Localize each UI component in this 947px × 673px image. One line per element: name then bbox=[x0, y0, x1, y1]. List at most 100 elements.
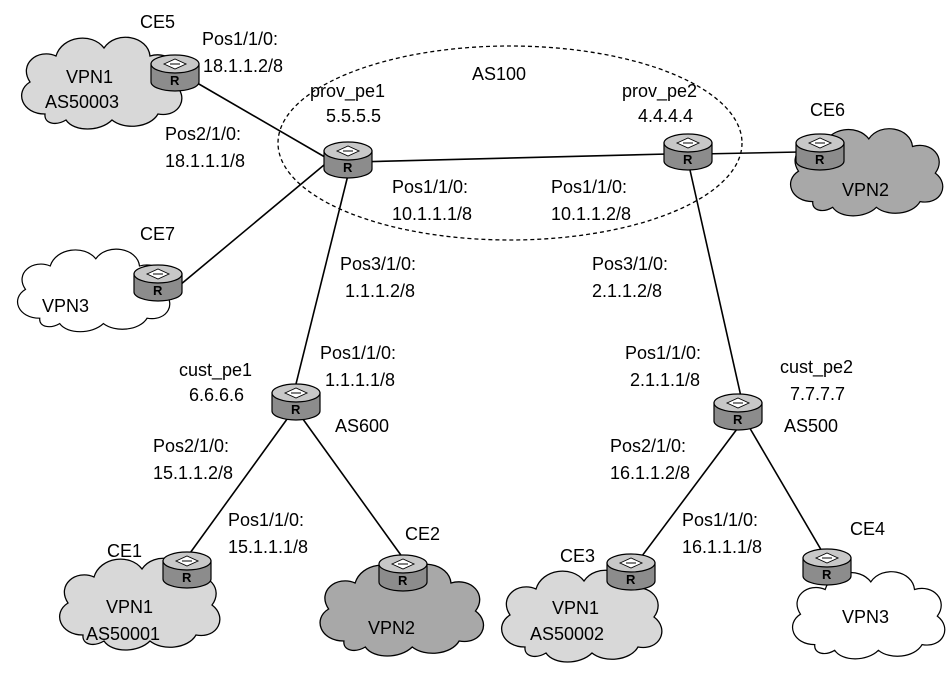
router-icon-cust-pe2: R bbox=[713, 393, 763, 431]
link-pe2-cpe2 bbox=[689, 169, 745, 411]
cloud-ce7: VPN3 bbox=[16, 248, 171, 333]
router-id-cust-pe1: 6.6.6.6 bbox=[189, 385, 244, 405]
svg-text:18.1.1.1/8: 18.1.1.1/8 bbox=[165, 151, 245, 171]
as-label-cust-pe1: AS600 bbox=[335, 416, 389, 436]
svg-text:2.1.1.1/8: 2.1.1.1/8 bbox=[630, 370, 700, 390]
svg-text:VPN3: VPN3 bbox=[842, 607, 889, 627]
router-name-ce4: CE4 bbox=[850, 519, 885, 539]
svg-text:AS50002: AS50002 bbox=[530, 624, 604, 644]
router-name-ce5: CE5 bbox=[140, 12, 175, 32]
router-name-ce1: CE1 bbox=[107, 541, 142, 561]
router-id-prov-pe2: 4.4.4.4 bbox=[638, 106, 693, 126]
router-icon-ce4: R bbox=[802, 548, 852, 586]
router-name-prov-pe1: prov_pe1 bbox=[310, 81, 385, 102]
svg-text:15.1.1.2/8: 15.1.1.2/8 bbox=[153, 463, 233, 483]
link-ce5-pe1 bbox=[191, 79, 331, 161]
router-glyph: R bbox=[291, 402, 301, 417]
router-name-ce2: CE2 bbox=[405, 524, 440, 544]
svg-text:VPN2: VPN2 bbox=[842, 180, 889, 200]
link-cpe2-ce4 bbox=[747, 424, 831, 566]
cloud-ce4: VPN3 bbox=[791, 571, 946, 660]
router-icon-ce3: R bbox=[606, 553, 656, 591]
interface-cpe1-pos2: Pos2/1/0: 15.1.1.2/8 bbox=[153, 436, 233, 483]
svg-text:1.1.1.1/8: 1.1.1.1/8 bbox=[325, 370, 395, 390]
svg-text:18.1.1.2/8: 18.1.1.2/8 bbox=[203, 56, 283, 76]
svg-text:Pos1/1/0:: Pos1/1/0: bbox=[228, 510, 304, 530]
svg-text:Pos2/1/0:: Pos2/1/0: bbox=[165, 124, 241, 144]
routers: R R R R R R R R R R R bbox=[133, 54, 852, 592]
router-name-prov-pe2: prov_pe2 bbox=[622, 81, 697, 102]
router-name-ce6: CE6 bbox=[810, 100, 845, 120]
svg-text:1.1.1.2/8: 1.1.1.2/8 bbox=[345, 281, 415, 301]
as-label-cust-pe2: AS500 bbox=[784, 416, 838, 436]
as100-boundary bbox=[277, 45, 743, 241]
svg-text:AS50003: AS50003 bbox=[45, 92, 119, 112]
interface-cpe2-pos2: Pos2/1/0: 16.1.1.2/8 bbox=[610, 436, 690, 483]
router-glyph: R bbox=[343, 160, 353, 175]
router-glyph: R bbox=[683, 152, 693, 167]
interface-ce1-pos1: Pos1/1/0: 15.1.1.1/8 bbox=[228, 510, 308, 557]
svg-text:Pos3/1/0:: Pos3/1/0: bbox=[340, 254, 416, 274]
svg-text:Pos1/1/0:: Pos1/1/0: bbox=[202, 29, 278, 49]
as100-label: AS100 bbox=[472, 64, 526, 84]
interface-pe2-pos1: Pos1/1/0: 10.1.1.2/8 bbox=[551, 177, 631, 224]
router-icon-ce5: R bbox=[150, 54, 200, 92]
link-cpe1-ce1 bbox=[184, 414, 291, 561]
links bbox=[179, 79, 831, 573]
svg-text:16.1.1.2/8: 16.1.1.2/8 bbox=[610, 463, 690, 483]
interface-cpe2-pos1: Pos1/1/0: 2.1.1.1/8 bbox=[625, 343, 701, 390]
cloud-ce5: VPN1 AS50003 bbox=[20, 36, 183, 130]
router-name-ce7: CE7 bbox=[140, 224, 175, 244]
link-ce7-pe1 bbox=[179, 159, 331, 286]
link-pe1-cpe1 bbox=[291, 174, 349, 401]
svg-text:Pos2/1/0:: Pos2/1/0: bbox=[153, 436, 229, 456]
svg-text:Pos1/1/0:: Pos1/1/0: bbox=[682, 510, 758, 530]
router-glyph: R bbox=[815, 152, 825, 167]
link-cpe1-ce2 bbox=[299, 414, 404, 559]
router-name-ce3: CE3 bbox=[560, 546, 595, 566]
svg-text:VPN1: VPN1 bbox=[552, 598, 599, 618]
interface-pe1-pos1: Pos1/1/0: 10.1.1.1/8 bbox=[392, 177, 472, 224]
svg-text:Pos1/1/0:: Pos1/1/0: bbox=[625, 343, 701, 363]
svg-text:VPN1: VPN1 bbox=[66, 67, 113, 87]
router-glyph: R bbox=[170, 73, 180, 88]
router-id-cust-pe2: 7.7.7.7 bbox=[790, 384, 845, 404]
svg-text:2.1.1.2/8: 2.1.1.2/8 bbox=[592, 281, 662, 301]
interface-ce5-pos: Pos1/1/0: 18.1.1.2/8 bbox=[202, 29, 283, 76]
router-name-cust-pe1: cust_pe1 bbox=[179, 360, 252, 381]
interface-pe1-pos3: Pos3/1/0: 1.1.1.2/8 bbox=[340, 254, 416, 301]
router-glyph: R bbox=[182, 570, 192, 585]
router-glyph: R bbox=[153, 283, 163, 298]
router-glyph: R bbox=[398, 573, 408, 588]
link-pe2-ce6 bbox=[699, 151, 801, 155]
svg-text:VPN3: VPN3 bbox=[42, 296, 89, 316]
svg-text:Pos1/1/0:: Pos1/1/0: bbox=[392, 177, 468, 197]
interface-cpe1-pos1: Pos1/1/0: 1.1.1.1/8 bbox=[320, 343, 396, 390]
interface-pe2-pos3: Pos3/1/0: 2.1.1.2/8 bbox=[592, 254, 668, 301]
svg-text:16.1.1.1/8: 16.1.1.1/8 bbox=[682, 537, 762, 557]
interface-ce3-pos1: Pos1/1/0: 16.1.1.1/8 bbox=[682, 510, 762, 557]
router-icon-ce1: R bbox=[162, 551, 212, 589]
interface-pe1-pos2: Pos2/1/0: 18.1.1.1/8 bbox=[165, 124, 245, 171]
router-glyph: R bbox=[733, 412, 743, 427]
svg-text:15.1.1.1/8: 15.1.1.1/8 bbox=[228, 537, 308, 557]
cloud-ce2: VPN2 bbox=[319, 563, 485, 657]
router-glyph: R bbox=[822, 567, 832, 582]
router-icon-ce7: R bbox=[133, 264, 183, 302]
svg-text:VPN1: VPN1 bbox=[106, 597, 153, 617]
svg-text:Pos3/1/0:: Pos3/1/0: bbox=[592, 254, 668, 274]
router-glyph: R bbox=[626, 572, 636, 587]
svg-text:Pos2/1/0:: Pos2/1/0: bbox=[610, 436, 686, 456]
router-id-prov-pe1: 5.5.5.5 bbox=[326, 106, 381, 126]
svg-text:Pos1/1/0:: Pos1/1/0: bbox=[551, 177, 627, 197]
svg-text:AS50001: AS50001 bbox=[86, 624, 160, 644]
router-icon-prov-pe2: R bbox=[663, 133, 713, 171]
svg-text:10.1.1.2/8: 10.1.1.2/8 bbox=[551, 204, 631, 224]
cloud-ce1: VPN1 AS50001 bbox=[58, 557, 221, 651]
link-pe1-pe2 bbox=[354, 153, 669, 163]
svg-text:Pos1/1/0:: Pos1/1/0: bbox=[320, 343, 396, 363]
router-icon-ce6: R bbox=[795, 133, 845, 171]
cloud-ce3: VPN1 AS50002 bbox=[500, 569, 663, 663]
svg-text:VPN2: VPN2 bbox=[368, 618, 415, 638]
